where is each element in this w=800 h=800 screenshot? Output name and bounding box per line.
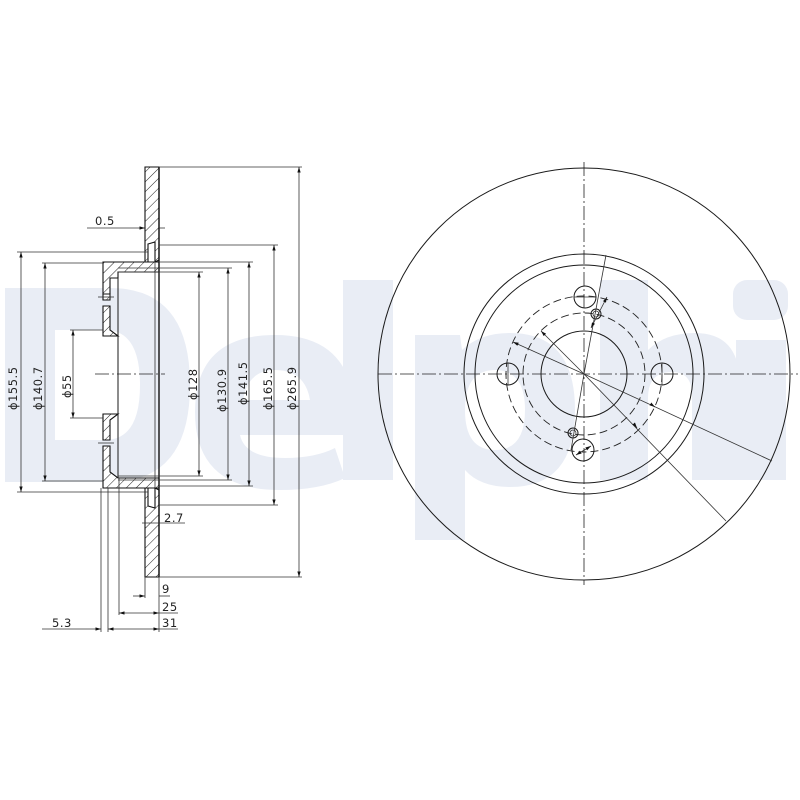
front-view xyxy=(377,162,798,585)
dim-label-d130-9: ϕ130.9 xyxy=(215,368,229,412)
dim-label-l25: 25 xyxy=(162,600,178,614)
dim-label-l5-3: 5.3 xyxy=(52,616,72,630)
dim-label-d155-5: ϕ155.5 xyxy=(6,366,20,410)
cross-section-view: ϕ155.5 ϕ140.7 ϕ55 ϕ128 ϕ130.9 ϕ141.5 ϕ16… xyxy=(6,166,302,632)
dim-label-l2-7: 2.7 xyxy=(164,511,184,525)
dim-label-d55: ϕ55 xyxy=(60,374,74,398)
dim-label-l31: 31 xyxy=(162,616,178,630)
dim-label-d165-5: ϕ165.5 xyxy=(261,366,275,410)
dim-label-d128: ϕ128 xyxy=(186,368,200,400)
bolt-hole-bottom xyxy=(571,438,595,462)
dim-label-l0-5: 0.5 xyxy=(95,214,115,228)
delphi-watermark xyxy=(5,280,788,540)
disc-ring-inner xyxy=(474,264,694,484)
dim-label-d141-5: ϕ141.5 xyxy=(236,361,250,405)
center-bore xyxy=(540,330,628,418)
dim-label-d140-7: ϕ140.7 xyxy=(31,366,45,410)
disc-ring-outer xyxy=(463,253,705,495)
dim-label-d265-9: ϕ265.9 xyxy=(285,366,299,410)
dim-label-l9: 9 xyxy=(162,582,170,596)
disc-outer-edge xyxy=(377,167,791,581)
